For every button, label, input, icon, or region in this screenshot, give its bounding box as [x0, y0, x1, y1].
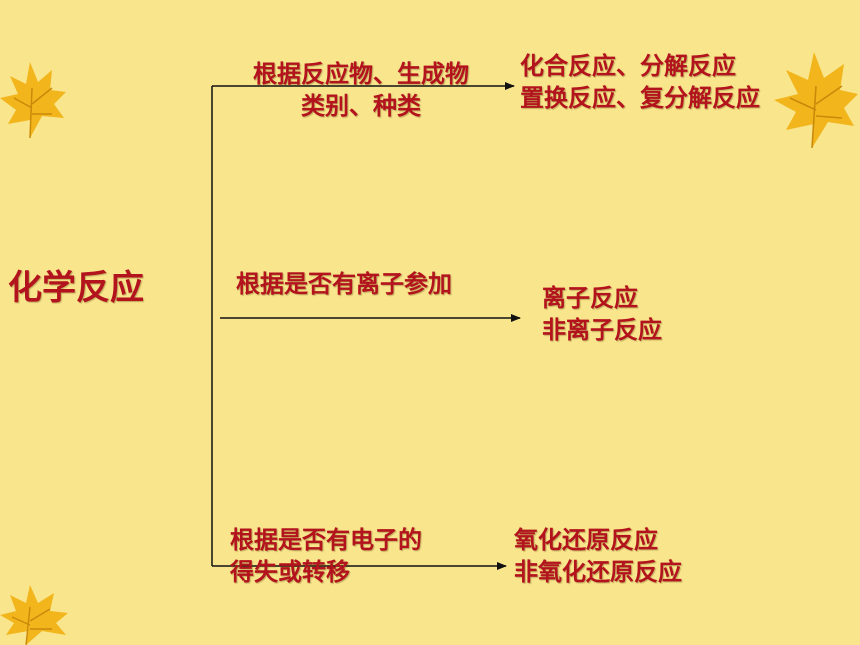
criterion-line: 得失或转移: [230, 558, 350, 586]
result-label-2: 离子反应 非离子反应: [542, 282, 662, 346]
result-line: 化合反应、分解反应: [520, 52, 736, 80]
result-label-1: 化合反应、分解反应 置换反应、复分解反应: [520, 50, 760, 114]
result-line: 非氧化还原反应: [514, 558, 682, 586]
result-line: 置换反应、复分解反应: [520, 84, 760, 112]
maple-leaf-icon: [0, 585, 68, 645]
result-label-3: 氧化还原反应 非氧化还原反应: [514, 524, 682, 588]
maple-leaf-icon: [0, 62, 66, 139]
criterion-line: 根据反应物、生成物: [253, 60, 469, 88]
criterion-label-1: 根据反应物、生成物 类别、种类: [228, 58, 494, 122]
result-line: 非离子反应: [542, 316, 662, 344]
criterion-label-2: 根据是否有离子参加: [236, 268, 452, 300]
criterion-line: 根据是否有离子参加: [236, 270, 452, 298]
criterion-line: 类别、种类: [301, 92, 421, 120]
root-label: 化学反应: [8, 268, 144, 308]
result-line: 氧化还原反应: [514, 526, 658, 554]
criterion-line: 根据是否有电子的: [230, 526, 422, 554]
result-line: 离子反应: [542, 284, 638, 312]
maple-leaf-icon: [774, 52, 858, 149]
criterion-label-3: 根据是否有电子的 得失或转移: [230, 524, 422, 588]
